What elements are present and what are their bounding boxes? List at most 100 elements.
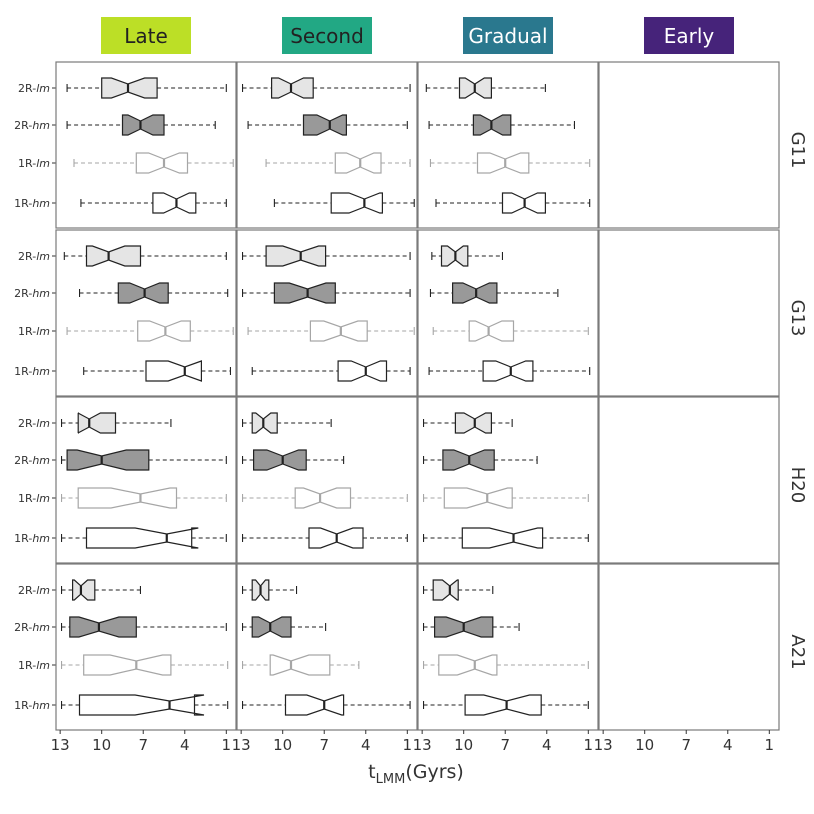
panel-g11-gradual xyxy=(417,61,599,229)
x-tick-label: 10 xyxy=(454,736,473,754)
y-tick-prefix: 2R- xyxy=(18,584,36,597)
facet-header-label: Gradual xyxy=(468,24,547,48)
y-tick-prefix: 1R- xyxy=(18,659,36,672)
panel-g13-second xyxy=(236,229,418,397)
x-tick-label: 7 xyxy=(319,736,329,754)
box-body xyxy=(137,320,191,342)
y-tick-prefix: 1R- xyxy=(14,197,32,210)
y-tick-prefix: 1R- xyxy=(14,699,32,712)
box-body xyxy=(251,412,278,434)
panel-a21-late xyxy=(55,563,237,731)
y-tick-label: 1R-lm xyxy=(18,659,50,672)
box-body xyxy=(294,487,352,509)
x-tick-label: 7 xyxy=(500,736,510,754)
box-body xyxy=(337,360,388,382)
box-body xyxy=(152,192,197,214)
x-tick-label: 4 xyxy=(180,736,190,754)
facet-header-second xyxy=(282,17,372,54)
y-tick-label: 2R-hm xyxy=(14,454,50,467)
x-tick-label: 7 xyxy=(681,736,691,754)
box-body xyxy=(432,579,459,601)
box-body xyxy=(452,282,498,304)
y-tick-suffix: hm xyxy=(32,197,50,210)
y-tick-label: 1R-hm xyxy=(14,365,50,378)
x-tick-label: 1 xyxy=(584,736,594,754)
y-tick-suffix: lm xyxy=(36,157,50,170)
x-tick-label: 4 xyxy=(361,736,371,754)
box-body xyxy=(101,77,158,99)
x-axis-title-main: t xyxy=(368,761,375,783)
box-body xyxy=(302,114,347,136)
x-tick-label: 4 xyxy=(723,736,733,754)
y-tick-label: 2R-hm xyxy=(14,287,50,300)
x-axis-title-sub: LMM xyxy=(376,772,406,787)
y-tick-label: 2R-lm xyxy=(18,250,50,263)
y-tick-suffix: lm xyxy=(36,659,50,672)
y-tick-suffix: hm xyxy=(32,699,50,712)
y-tick-suffix: lm xyxy=(36,492,50,505)
box-body xyxy=(77,487,178,509)
box-body xyxy=(66,449,150,471)
panel-h20-second xyxy=(236,396,418,564)
x-axis-title: tLMM(Gyrs) xyxy=(368,761,464,787)
facet-row-label-g13: G13 xyxy=(787,300,808,337)
box-body xyxy=(121,114,165,136)
panel-h20-early xyxy=(598,396,780,564)
x-tick-label: 1 xyxy=(765,736,775,754)
box-body xyxy=(78,694,205,716)
y-tick-suffix: hm xyxy=(32,119,50,132)
panel-border xyxy=(236,61,418,229)
facet-header-early xyxy=(644,17,734,54)
y-tick-label: 1R-lm xyxy=(18,157,50,170)
box-body xyxy=(117,282,169,304)
y-tick-suffix: lm xyxy=(36,82,50,95)
panel-a21-second xyxy=(236,563,418,731)
y-tick-suffix: hm xyxy=(32,454,50,467)
y-tick-prefix: 1R- xyxy=(18,325,36,338)
facet-row-label-a21: A21 xyxy=(787,634,808,669)
box-body xyxy=(69,616,137,638)
y-tick-label: 1R-lm xyxy=(18,492,50,505)
x-tick-label: 13 xyxy=(232,736,251,754)
y-tick-label: 2R-hm xyxy=(14,621,50,634)
x-tick-label: 1 xyxy=(403,736,413,754)
y-tick-suffix: lm xyxy=(36,250,50,263)
box-body xyxy=(251,616,292,638)
facet-header-label: Second xyxy=(290,24,364,48)
box-body xyxy=(461,527,544,549)
box-body xyxy=(454,412,492,434)
y-tick-label: 2R-lm xyxy=(18,82,50,95)
y-tick-label: 1R-hm xyxy=(14,699,50,712)
x-tick-label: 4 xyxy=(542,736,552,754)
box-body xyxy=(443,487,513,509)
facet-row-label-h20: H20 xyxy=(787,467,808,503)
y-tick-label: 1R-lm xyxy=(18,325,50,338)
y-tick-suffix: hm xyxy=(32,287,50,300)
y-tick-label: 2R-hm xyxy=(14,119,50,132)
y-tick-suffix: hm xyxy=(32,532,50,545)
facet-header-late xyxy=(101,17,191,54)
y-tick-prefix: 2R- xyxy=(14,287,32,300)
y-tick-prefix: 1R- xyxy=(14,365,32,378)
box-body xyxy=(309,320,368,342)
box-body xyxy=(83,654,172,676)
box-body xyxy=(273,282,336,304)
x-tick-label: 1 xyxy=(222,736,232,754)
x-tick-label: 10 xyxy=(92,736,111,754)
x-tick-label: 13 xyxy=(51,736,70,754)
y-tick-prefix: 2R- xyxy=(18,417,36,430)
panel-g11-second xyxy=(236,61,418,229)
panel-border xyxy=(598,229,780,397)
facet-header-label: Late xyxy=(124,24,168,48)
box-body xyxy=(482,360,534,382)
y-tick-prefix: 2R- xyxy=(18,82,36,95)
box-body xyxy=(71,579,96,601)
box-body xyxy=(145,360,202,382)
y-tick-label: 1R-hm xyxy=(14,532,50,545)
box-body xyxy=(438,654,498,676)
x-tick-label: 10 xyxy=(635,736,654,754)
y-tick-prefix: 1R- xyxy=(18,157,36,170)
panel-g13-late xyxy=(55,229,237,397)
y-tick-prefix: 2R- xyxy=(18,250,36,263)
